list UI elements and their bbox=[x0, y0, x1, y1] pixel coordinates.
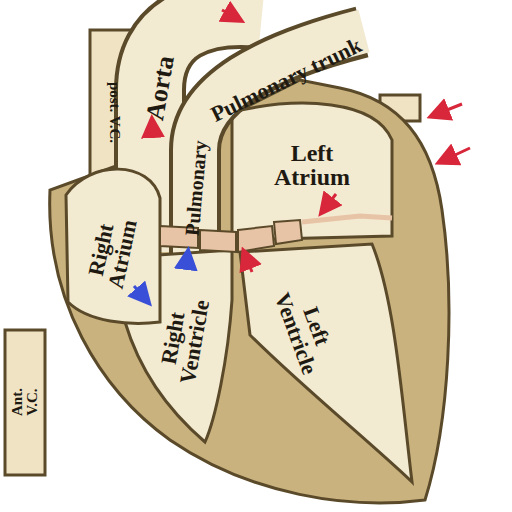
part-label: Ant. V.C. bbox=[10, 380, 40, 424]
chamber bbox=[240, 244, 412, 482]
chamber bbox=[66, 169, 160, 323]
part-label: Left Atrium bbox=[262, 141, 362, 189]
valve bbox=[160, 220, 302, 252]
heart-wall bbox=[50, 80, 449, 503]
flow-arrow bbox=[134, 252, 188, 302]
part-label: post. V.C. bbox=[107, 81, 122, 142]
chamber bbox=[232, 103, 392, 240]
flow-arrow bbox=[152, 10, 470, 272]
vena-cava bbox=[5, 330, 45, 475]
valve bbox=[302, 216, 392, 222]
